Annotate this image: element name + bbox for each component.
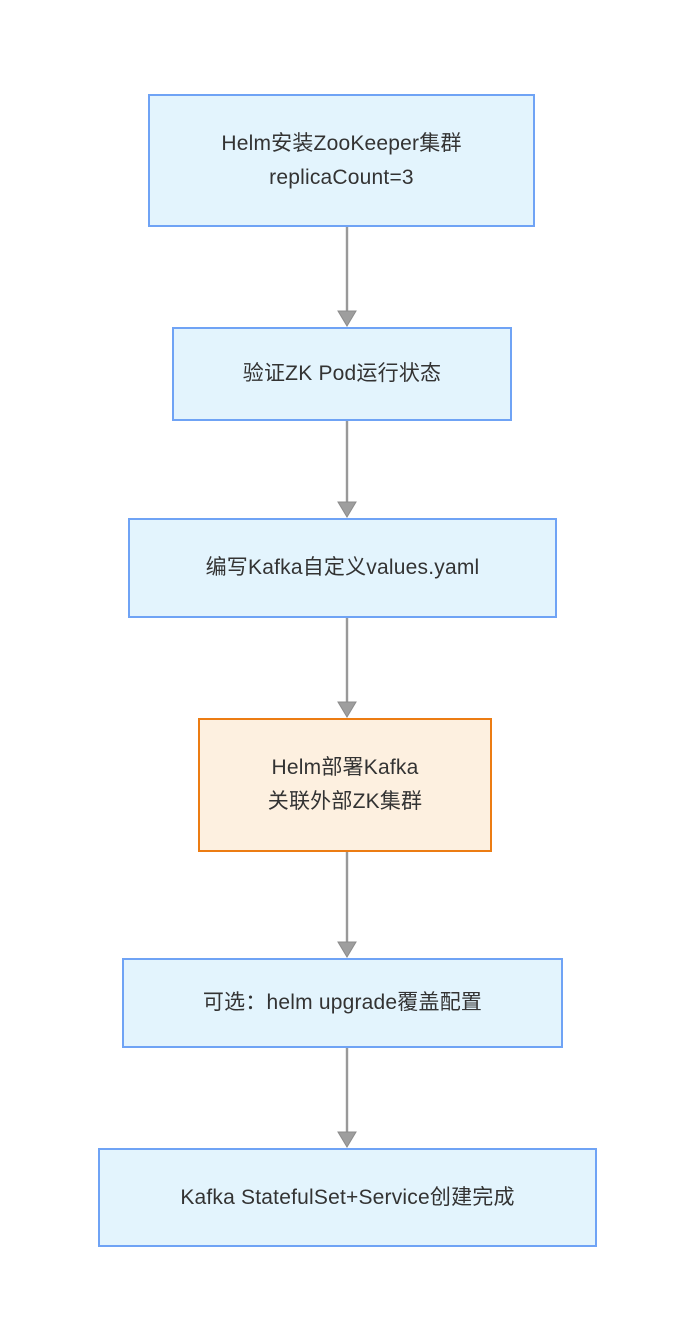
edge-n4-n5 xyxy=(333,852,361,958)
node-kafka-statefulset-service-created[interactable]: Kafka StatefulSet+Service创建完成 xyxy=(98,1148,597,1247)
edge-n3-n4 xyxy=(333,618,361,718)
edge-n2-n3 xyxy=(333,421,361,518)
node-verify-zk-pod-status[interactable]: 验证ZK Pod运行状态 xyxy=(172,327,512,421)
node-helm-install-zookeeper[interactable]: Helm安装ZooKeeper集群 replicaCount=3 xyxy=(148,94,535,227)
node-optional-helm-upgrade[interactable]: 可选：helm upgrade覆盖配置 xyxy=(122,958,563,1048)
edge-n5-n6 xyxy=(333,1048,361,1148)
edge-n1-n2 xyxy=(333,227,361,327)
node-helm-deploy-kafka[interactable]: Helm部署Kafka 关联外部ZK集群 xyxy=(198,718,492,852)
node-write-kafka-values-yaml[interactable]: 编写Kafka自定义values.yaml xyxy=(128,518,557,618)
